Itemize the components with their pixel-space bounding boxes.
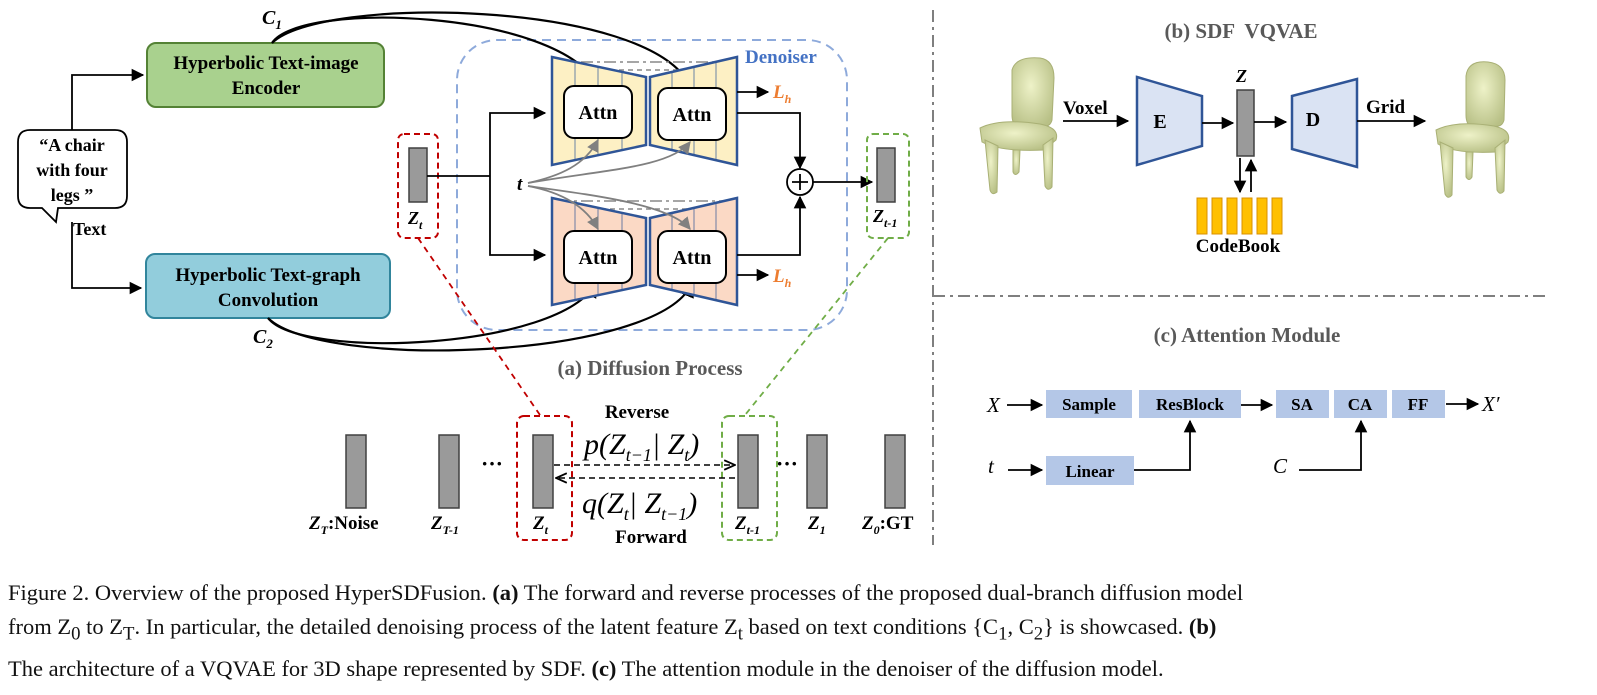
caption-line-3: The architecture of a VQVAE for 3D shape… bbox=[8, 655, 1164, 681]
q-expression: q(Zt| Zt−1) bbox=[582, 487, 697, 524]
z-label: Z bbox=[1235, 66, 1247, 86]
grid-label: Grid bbox=[1366, 97, 1405, 118]
voxel-label: Voxel bbox=[1063, 98, 1108, 119]
text-image-encoder-label-1: Hyperbolic Text-image bbox=[173, 53, 358, 74]
vqvae-decoder bbox=[1290, 77, 1359, 169]
t-label: t bbox=[517, 174, 523, 195]
sa-block bbox=[1276, 390, 1329, 418]
text-bubble-line-2: with four bbox=[36, 160, 108, 180]
zt1-label: Zt-1 bbox=[872, 206, 897, 230]
text-bubble-line-3: legs ” bbox=[51, 185, 94, 205]
denoiser-label: Denoiser bbox=[745, 47, 817, 68]
panel-a: Denoiser “A chair with four legs ” Text … bbox=[17, 7, 914, 548]
chain-label-zT-1: ZT-1 bbox=[430, 513, 459, 537]
chain-latent bbox=[438, 434, 460, 509]
z-latent bbox=[1236, 89, 1255, 157]
t-input-label: t bbox=[988, 454, 995, 478]
ca-block bbox=[1334, 390, 1387, 418]
text-graph-label-1: Hyperbolic Text-graph bbox=[175, 265, 361, 286]
chain-label-zt: Zt bbox=[532, 513, 549, 537]
lh-label-lower: Lh bbox=[772, 266, 792, 290]
vqvae-decoder-label: D bbox=[1306, 109, 1320, 131]
x-input-label: X bbox=[986, 393, 1001, 417]
text-image-encoder bbox=[146, 42, 385, 108]
panel-b: (b) SDF VQVAE Voxel E Z D Grid bbox=[979, 19, 1510, 257]
panel-c-title: (c) Attention Module bbox=[1154, 323, 1341, 347]
c2-label: C2 bbox=[253, 326, 273, 351]
attn-label: Attn bbox=[579, 102, 618, 124]
sample-label: Sample bbox=[1062, 395, 1116, 414]
linear-label: Linear bbox=[1065, 462, 1115, 481]
chain-label-z0: Z0:GT bbox=[861, 513, 914, 537]
vqvae-encoder-label: E bbox=[1153, 111, 1166, 133]
caption-line-2: from Z0 to ZT. In particular, the detail… bbox=[8, 614, 1217, 645]
ca-label: CA bbox=[1348, 395, 1373, 414]
ff-label: FF bbox=[1408, 395, 1429, 414]
c1-label: C1 bbox=[262, 7, 282, 32]
chain-ellipsis: ··· bbox=[776, 451, 798, 476]
chain-ellipsis: ··· bbox=[481, 451, 503, 476]
codebook-label: CodeBook bbox=[1196, 236, 1281, 257]
codebook bbox=[1196, 197, 1283, 235]
resblock-label: ResBlock bbox=[1156, 395, 1225, 414]
chain-latent bbox=[737, 434, 759, 509]
attn-label: Attn bbox=[673, 104, 712, 126]
chain-label-z1: Z1 bbox=[807, 513, 826, 537]
forward-label: Forward bbox=[615, 527, 687, 548]
text-label: Text bbox=[73, 219, 106, 239]
attn-box-upper-left bbox=[563, 85, 633, 139]
ff-block bbox=[1392, 390, 1445, 418]
figure-diagram: Denoiser “A chair with four legs ” Text … bbox=[17, 7, 1545, 548]
sample-block bbox=[1046, 390, 1132, 418]
chain-label-zt-1: Zt-1 bbox=[734, 513, 760, 537]
reverse-label: Reverse bbox=[605, 402, 669, 423]
chain-latent bbox=[532, 434, 554, 509]
attn-box-lower-right bbox=[657, 230, 727, 284]
p-expression: p(Zt−1| Zt) bbox=[582, 428, 699, 465]
text-image-encoder-label-2: Encoder bbox=[232, 78, 301, 99]
text-bubble-line-1: “A chair bbox=[39, 135, 105, 155]
chair-image-output bbox=[1435, 61, 1510, 198]
linear-block bbox=[1046, 456, 1134, 485]
attn-label: Attn bbox=[673, 247, 712, 269]
chain-latent bbox=[806, 434, 828, 509]
chain-latent bbox=[345, 434, 367, 509]
panel-c: (c) Attention Module X Sample ResBlock S… bbox=[986, 323, 1500, 485]
attn-box-lower-left bbox=[563, 230, 633, 284]
chain-label-zT: ZT:Noise bbox=[308, 513, 379, 537]
sa-label: SA bbox=[1291, 395, 1313, 414]
text-graph-label-2: Convolution bbox=[218, 290, 319, 311]
zt-latent bbox=[408, 147, 428, 203]
lh-label-upper: Lh bbox=[772, 82, 792, 106]
zt1-latent bbox=[876, 147, 896, 203]
resblock-block bbox=[1139, 390, 1241, 418]
chain-zt-highlight bbox=[516, 415, 573, 541]
panel-a-title: (a) Diffusion Process bbox=[557, 356, 742, 380]
c-input-label: C bbox=[1273, 454, 1288, 478]
attn-box-upper-right bbox=[657, 87, 727, 141]
x-output-label: X′ bbox=[1481, 392, 1500, 416]
panel-b-title: (b) SDF VQVAE bbox=[1164, 19, 1317, 43]
denoiser-region bbox=[456, 39, 848, 331]
chair-image-input bbox=[979, 57, 1058, 195]
vqvae-encoder bbox=[1135, 75, 1204, 167]
zt-label: Zt bbox=[407, 208, 423, 232]
caption-line-1: Figure 2. Overview of the proposed Hyper… bbox=[8, 580, 1244, 605]
figure-caption: Figure 2. Overview of the proposed Hyper… bbox=[8, 576, 1593, 686]
text-bubble bbox=[17, 129, 128, 224]
chain-zt1-highlight bbox=[721, 415, 778, 541]
chain-latent bbox=[884, 434, 906, 509]
attn-label: Attn bbox=[579, 247, 618, 269]
